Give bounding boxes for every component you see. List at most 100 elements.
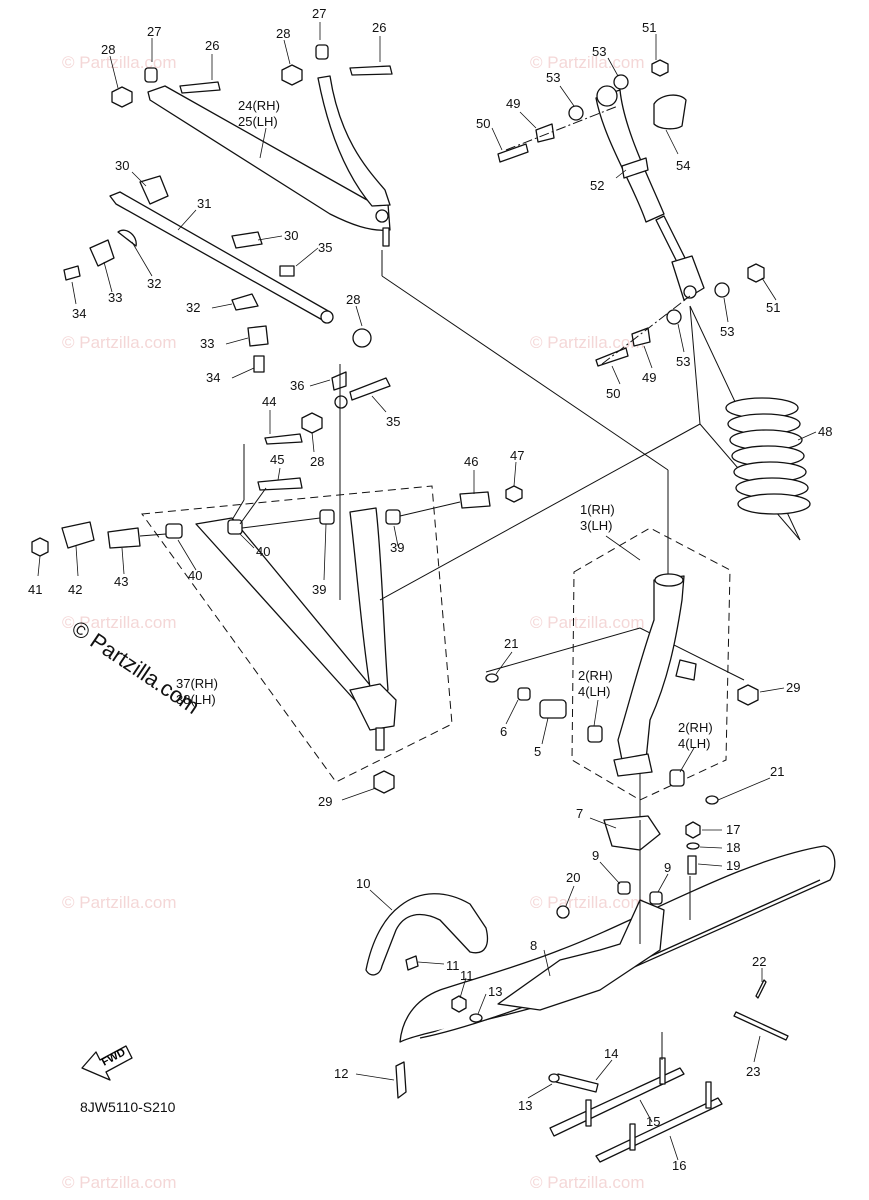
part-callouts: 27 26 28 27 26 28 24(RH) 25(LH) 30 31 32…	[28, 6, 832, 1173]
watermark-text: © Partzilla.com	[62, 893, 177, 912]
part-callout: 13	[488, 984, 502, 999]
part-callout: 53	[676, 354, 690, 369]
part-callout: 45	[270, 452, 284, 467]
part-callout: 16	[672, 1158, 686, 1173]
part-callout: 11	[460, 968, 474, 983]
part-callout: 48	[818, 424, 832, 439]
watermark-text: © Partzilla.com	[62, 53, 177, 72]
part-callout: 12	[334, 1066, 348, 1081]
part-callout: 24(RH)	[238, 98, 280, 113]
part-callout: 38(LH)	[176, 692, 216, 707]
part-callout: 9	[664, 860, 671, 875]
watermark-text: © Partzilla.com	[530, 613, 645, 632]
part-callout: 8	[530, 938, 537, 953]
part-callout: 21	[770, 764, 784, 779]
part-callout: 35	[318, 240, 332, 255]
part-callout: 30	[284, 228, 298, 243]
watermark-text: © Partzilla.com	[530, 333, 645, 352]
part-callout: 35	[386, 414, 400, 429]
part-callout: 37(RH)	[176, 676, 218, 691]
part-callout: 34	[206, 370, 220, 385]
part-callout: 41	[28, 582, 42, 597]
assembly-outlines	[141, 250, 801, 940]
part-callout: 25(LH)	[238, 114, 278, 129]
part-callout: 36	[290, 378, 304, 393]
part-callout: 53	[592, 44, 606, 59]
part-callout: 34	[72, 306, 86, 321]
part-callout: 2(RH)	[578, 668, 613, 683]
part-callout: 26	[372, 20, 386, 35]
part-callout: 2(RH)	[678, 720, 713, 735]
fwd-arrow: FWD	[81, 1045, 133, 1081]
part-callout: 33	[200, 336, 214, 351]
part-callout: 43	[114, 574, 128, 589]
part-callout: 54	[676, 158, 690, 173]
part-callout: 52	[590, 178, 604, 193]
part-callout: 49	[642, 370, 656, 385]
part-callout: 20	[566, 870, 580, 885]
watermark-text: © Partzilla.com	[62, 613, 177, 632]
part-callout: 27	[312, 6, 326, 21]
part-callout: 23	[746, 1064, 760, 1079]
stabilizer-bar-assembly	[63, 175, 391, 560]
part-callout: 28	[276, 26, 290, 41]
part-callout: 15	[646, 1114, 660, 1129]
part-callout: 51	[766, 300, 780, 315]
part-callout: 27	[147, 24, 161, 39]
part-callout: 4(LH)	[678, 736, 711, 751]
part-callout: 50	[476, 116, 490, 131]
watermark-text: © Partzilla.com	[530, 53, 645, 72]
lower-a-arm	[31, 433, 523, 794]
part-callout: 17	[726, 822, 740, 837]
part-callout: 3(LH)	[580, 518, 613, 533]
part-callout: 46	[464, 454, 478, 469]
part-callout: 26	[205, 38, 219, 53]
watermark-text: © Partzilla.com	[62, 333, 177, 352]
part-callout: 13	[518, 1098, 532, 1113]
part-callout: 7	[576, 806, 583, 821]
part-callout: 50	[606, 386, 620, 401]
part-callout: 40	[188, 568, 202, 583]
part-callout: 22	[752, 954, 766, 969]
ski-assembly	[365, 815, 836, 1163]
part-callout: 28	[101, 42, 115, 57]
part-callout: 19	[726, 858, 740, 873]
part-callout: 32	[147, 276, 161, 291]
part-callout: 28	[310, 454, 324, 469]
part-callout: 47	[510, 448, 524, 463]
part-callout: 6	[500, 724, 507, 739]
shock-absorber-assembly	[497, 59, 811, 515]
watermark-text: © Partzilla.com	[530, 1173, 645, 1192]
part-callout: 11	[446, 958, 460, 973]
part-callout: 14	[604, 1046, 618, 1061]
watermark-text: © Partzilla.com	[62, 1173, 177, 1192]
part-callout: 1(RH)	[580, 502, 615, 517]
part-callout: 40	[256, 544, 270, 559]
part-callout: 44	[262, 394, 276, 409]
watermark-text: © Partzilla.com	[530, 893, 645, 912]
part-callout: 49	[506, 96, 520, 111]
part-callout: 9	[592, 848, 599, 863]
part-callout: 5	[534, 744, 541, 759]
part-callout: 29	[786, 680, 800, 695]
part-callout: 42	[68, 582, 82, 597]
part-callout: 10	[356, 876, 370, 891]
part-callout: 33	[108, 290, 122, 305]
part-callout: 39	[312, 582, 326, 597]
part-callout: 18	[726, 840, 740, 855]
part-callout: 53	[720, 324, 734, 339]
part-callout: 32	[186, 300, 200, 315]
ski-spindle	[485, 573, 759, 805]
diagram-code: 8JW5110-S210	[80, 1099, 176, 1115]
part-callout: 21	[504, 636, 518, 651]
leader-lines	[37, 22, 817, 1161]
part-callout: 31	[197, 196, 211, 211]
part-callout: 51	[642, 20, 656, 35]
upper-a-arm	[111, 44, 393, 247]
part-callout: 53	[546, 70, 560, 85]
part-callout: 30	[115, 158, 129, 173]
part-callout: 28	[346, 292, 360, 307]
part-callout: 29	[318, 794, 332, 809]
part-callout: 4(LH)	[578, 684, 611, 699]
